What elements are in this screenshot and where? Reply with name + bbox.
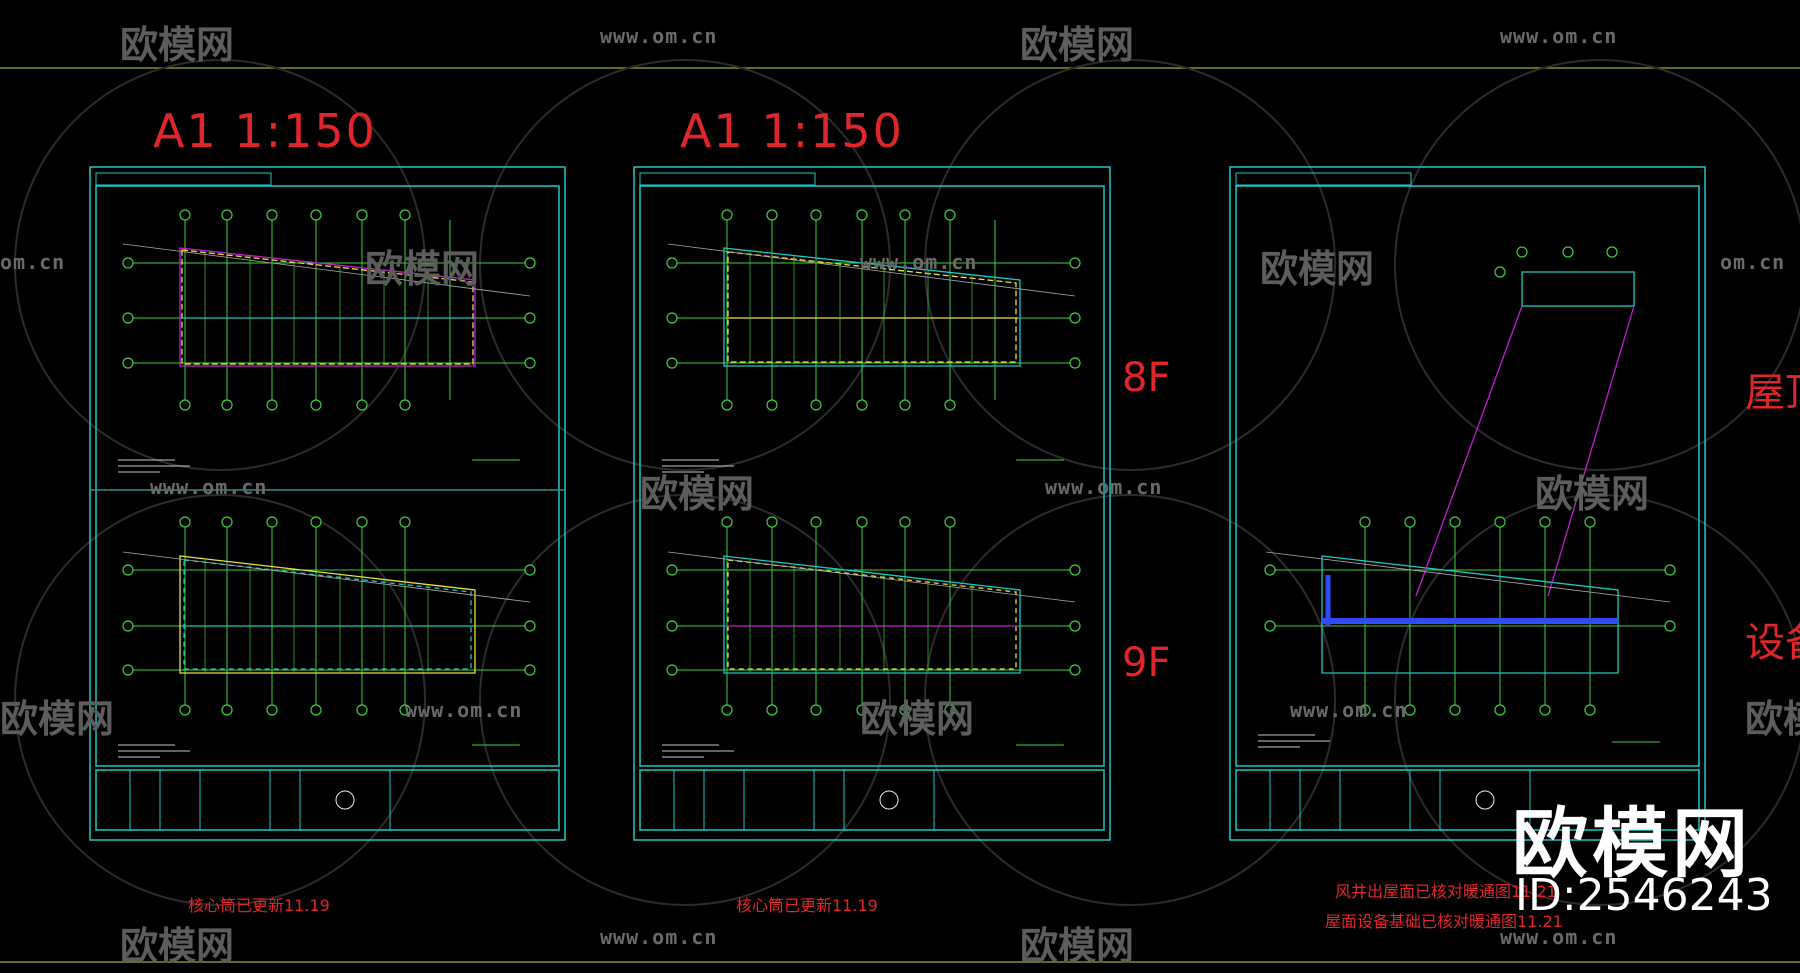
- watermark-url: www.om.cn: [1290, 698, 1408, 722]
- sheet-frame-3[interactable]: [1229, 166, 1706, 841]
- watermark-cn: 欧模网: [1020, 23, 1135, 67]
- sheet-2-scale-label: A1 1:150: [680, 104, 904, 158]
- watermark-cn: 欧模网: [860, 697, 975, 741]
- sheet-frame-2[interactable]: [633, 166, 1111, 841]
- brand-logo-text: 欧模网: [1512, 799, 1752, 888]
- axis-bubbles: [122, 209, 1676, 716]
- watermark-url: www.om.cn: [860, 250, 978, 274]
- sheet-1-note: 核心筒已更新11.19: [188, 896, 330, 915]
- watermark-cn: 欧模网: [120, 23, 235, 67]
- watermark-url: www.om.cn: [405, 698, 523, 722]
- title-blocks: [129, 770, 1531, 830]
- watermark-url: www.om.cn: [1045, 475, 1163, 499]
- watermark-cn: 欧模网: [120, 924, 235, 968]
- watermark-cn: 欧模网: [1020, 924, 1135, 968]
- watermark-url: www.om.cn: [600, 24, 718, 48]
- sheet-frame-1[interactable]: [89, 166, 566, 841]
- floor-label-9f: 9F: [1122, 640, 1171, 686]
- frame-title-bars: [95, 172, 1412, 186]
- watermark-url-partial: om.cn: [1720, 250, 1786, 274]
- floor-plans[interactable]: [122, 243, 1671, 674]
- sheet-3-note-line-2: 屋面设备基础已核对暖通图11.21: [1325, 912, 1563, 931]
- watermark-url: www.om.cn: [1500, 24, 1618, 48]
- watermark-url: www.om.cn: [600, 925, 718, 949]
- right-edge-label-equipment: 设备: [1745, 620, 1800, 666]
- watermark-cn: 欧模网: [1535, 472, 1650, 516]
- watermark-cn: 欧模网: [1745, 697, 1800, 741]
- sheet-2-note: 核心筒已更新11.19: [736, 896, 878, 915]
- watermark-circles: [14, 59, 1800, 906]
- right-edge-label-roof: 屋顶: [1745, 370, 1800, 416]
- sheet-3-note-line-1: 风井出屋面已核对暖通图11.21: [1335, 882, 1557, 901]
- watermark-cn: 欧模网: [365, 247, 480, 291]
- brand-id: ID:2546243: [1515, 870, 1773, 921]
- watermark-url-partial: om.cn: [0, 250, 66, 274]
- floor-label-8f: 8F: [1122, 355, 1171, 401]
- axis-grid: [128, 220, 1670, 706]
- watermark-cn: 欧模网: [1260, 247, 1375, 291]
- watermark-url: www.om.cn: [1500, 925, 1618, 949]
- watermark-cn: 欧模网: [0, 697, 115, 741]
- legend-blocks: [118, 459, 1660, 758]
- watermark-cn: 欧模网: [640, 472, 755, 516]
- watermark-url: www.om.cn: [150, 475, 268, 499]
- sheet-1-scale-label: A1 1:150: [153, 104, 377, 158]
